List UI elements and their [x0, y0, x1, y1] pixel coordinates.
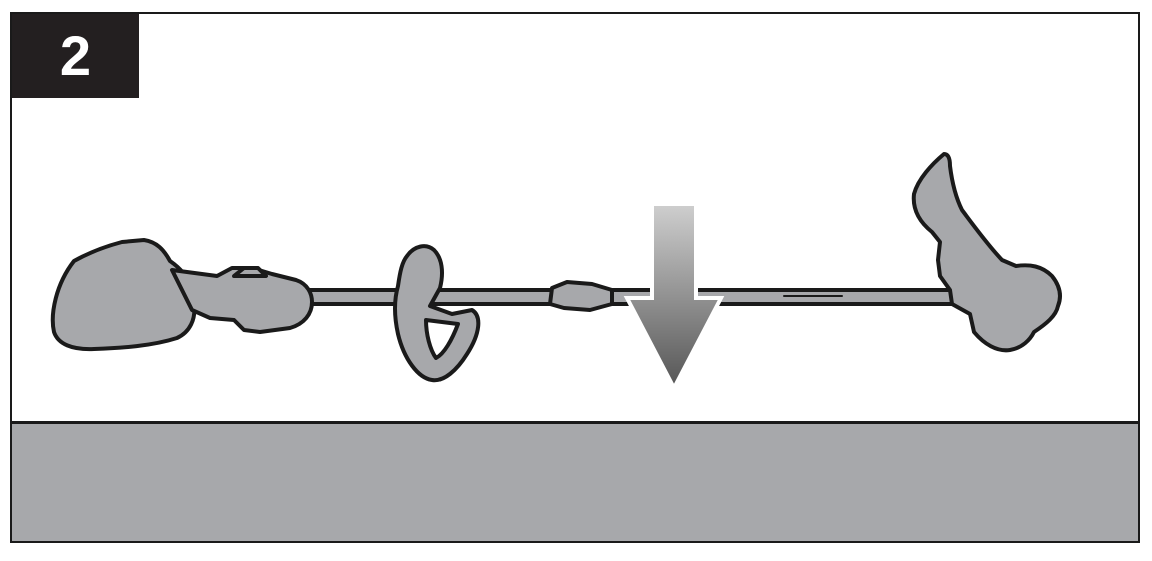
- battery-pack: [50, 238, 197, 352]
- trigger-grip: [232, 266, 268, 278]
- down-arrow-icon: [623, 202, 725, 393]
- string-trimmer-icon: [50, 152, 1062, 383]
- assist-handle-opening: [424, 318, 460, 360]
- ground-surface: [12, 421, 1138, 541]
- step-number-badge: 2: [12, 14, 139, 98]
- illustration: [50, 152, 1062, 393]
- step-number: 2: [59, 24, 92, 87]
- instruction-panel: 2: [10, 12, 1140, 543]
- motor-housing: [170, 266, 314, 334]
- shaft-coupler: [548, 280, 614, 312]
- cutting-head: [911, 152, 1062, 353]
- assist-handle: [393, 244, 481, 383]
